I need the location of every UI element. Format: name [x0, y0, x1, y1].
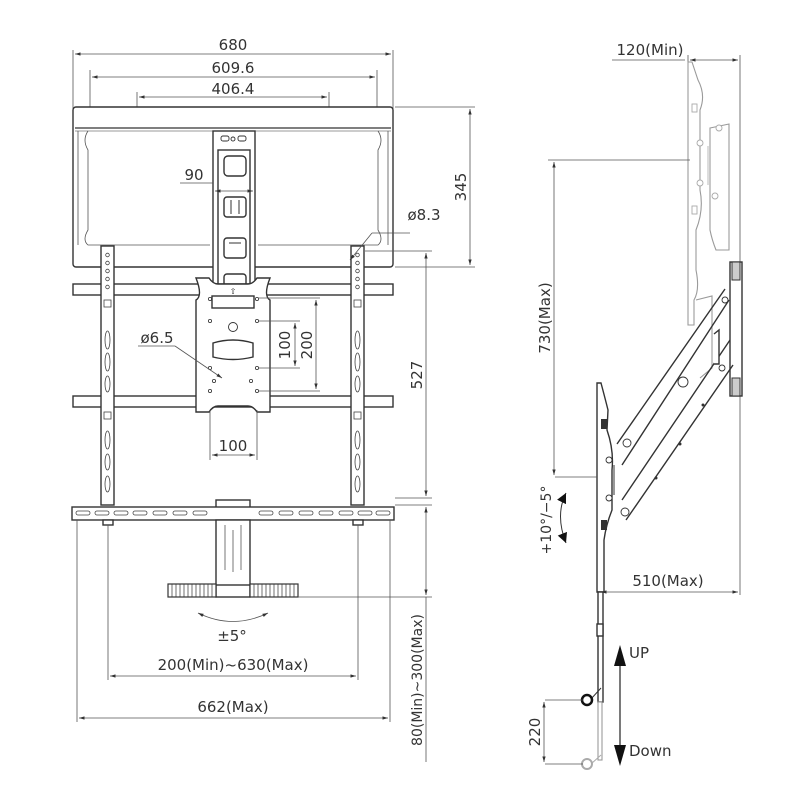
dim-swivel-5: ±5° [217, 627, 247, 645]
side-wall-plate [729, 261, 743, 397]
dim-730-max: 730(Max) [536, 282, 554, 353]
dim-200-vertical: 200 [298, 331, 316, 360]
vesa-plate: ⇧ 100 200 ø6.5 100 [138, 277, 320, 460]
dim-arm-span: 200(Min)~630(Max) [158, 656, 309, 674]
tv-bracket-side [555, 382, 615, 593]
dim-662: 662(Max) [197, 698, 268, 716]
down-arrow-icon [614, 745, 626, 766]
tilt-indicator: +10°/−5° [539, 486, 568, 555]
dim-100-horizontal: 100 [219, 437, 248, 455]
up-down-indicator: UP Down [614, 644, 672, 766]
bottom-bar [71, 499, 395, 526]
dim-tilt: +10°/−5° [539, 486, 555, 555]
dim-680: 680 [219, 36, 248, 54]
left-tv-arm [100, 245, 115, 506]
dim-510-max: 510(Max) [632, 572, 703, 590]
dim-510-group: 510(Max) [601, 572, 738, 594]
dim-120-min: 120(Min) [617, 41, 684, 59]
dim-527-group: 527 [365, 250, 432, 499]
lower-handle-side: 220 [526, 591, 604, 770]
label-down: Down [629, 742, 672, 760]
top-dimensions: 680 609.6 406.4 [72, 36, 394, 118]
central-column: 90 [180, 130, 256, 292]
label-up: UP [629, 644, 649, 662]
dim-100-vertical: 100 [276, 331, 294, 360]
side-view: 120(Min) [526, 41, 743, 770]
dim-90: 90 [184, 166, 203, 184]
dim-hole-6-5: ø6.5 [140, 329, 173, 347]
front-view: 680 609.6 406.4 [71, 36, 475, 762]
up-arrow-icon [614, 645, 626, 666]
svg-text:⇧: ⇧ [230, 287, 237, 296]
handle: ±5° [167, 583, 299, 645]
bottom-dimensions: 200(Min)~630(Max) 662(Max) 80(Min)~300(M… [76, 504, 432, 762]
extension-column [215, 519, 251, 598]
hole-callout-8-3: ø8.3 [349, 206, 441, 261]
dim-609-6: 609.6 [212, 59, 255, 77]
dim-527: 527 [408, 361, 426, 390]
dim-345: 345 [452, 173, 470, 202]
dim-406-4: 406.4 [212, 80, 255, 98]
folded-state-ghost [687, 61, 730, 379]
dim-hole-8-3: ø8.3 [407, 206, 440, 224]
dim-345-group: 345 [395, 106, 475, 268]
dim-bottom-extension: 80(Min)~300(Max) [410, 614, 426, 746]
right-tv-arm [350, 245, 365, 506]
dim-730-group: 730(Max) [536, 159, 690, 475]
dim-220: 220 [526, 718, 544, 747]
extended-arms [616, 288, 734, 521]
